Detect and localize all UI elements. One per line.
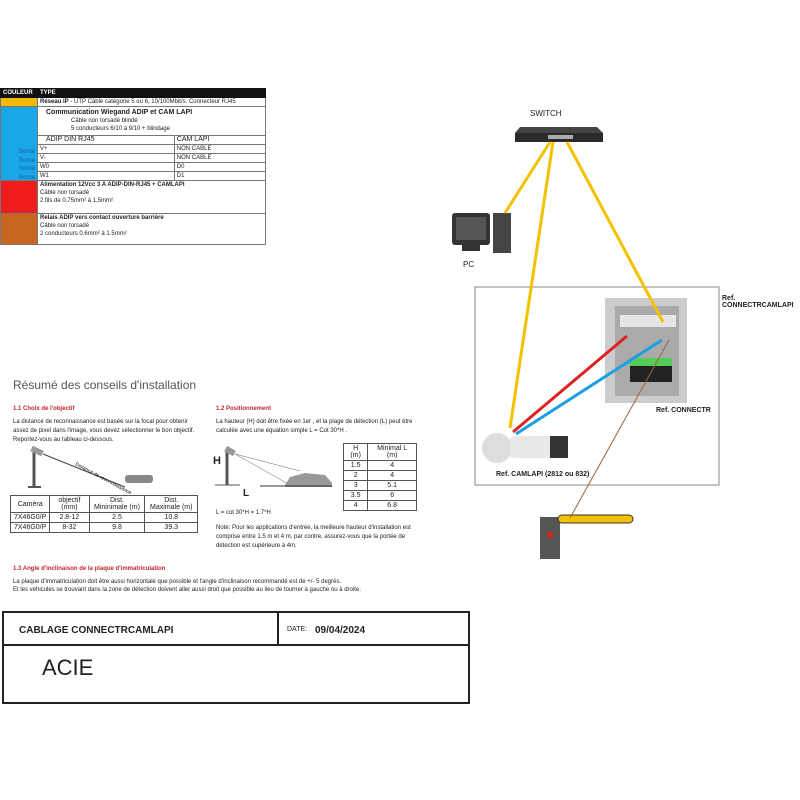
swatch-power [0, 180, 38, 214]
relay-line2: 2 conducteurs 0.6mm² à 1.5mm² [40, 231, 127, 237]
s2-heading: 1.2 Positionnement [216, 406, 272, 412]
s2-note: Note: Pour les applications d'entrée, la… [216, 525, 411, 549]
wiegand-line2: 5 conducteurs 6/10 à 9/10 + blindage [71, 126, 170, 132]
power-cable [512, 334, 628, 434]
ip-cable-cabinet [565, 141, 665, 323]
pc-label: PC [463, 260, 475, 269]
drawing-title: CABLAGE CONNECTRCAMLAPI [19, 625, 174, 636]
power-line1: Câble non torsadé [40, 190, 90, 196]
camera-icon [482, 433, 568, 463]
s2-diagram [215, 445, 332, 487]
date-value: 09/04/2024 [315, 625, 366, 636]
power-line2: 2 fils de 0.75mm² à 1,5mm² [40, 198, 114, 204]
kit-box [474, 286, 720, 486]
relay-line1: Câble non torsadé [40, 223, 90, 229]
company-name: ACIE [42, 655, 94, 680]
s1-heading: 1.1 Choix de l'objectif [13, 406, 75, 412]
camera-ref: Ref. CAMLAPI (2812 ou 832) [496, 471, 590, 478]
power-title: Alimentation 12Vcc 3 A ADIP-DIN-RJ45 + C… [40, 182, 185, 188]
barrier-icon [540, 514, 634, 559]
pc-icon [452, 213, 511, 253]
cabinet-ref: Ref. CONNECTR [656, 407, 711, 414]
wiegand-cable [515, 338, 663, 436]
wiegand-line1: Câble non torsadé blindé [71, 118, 138, 124]
s3-heading: 1.3 Angle d'inclinaison de la plaque d'i… [13, 566, 166, 572]
cabinet-icon [605, 298, 687, 403]
relay-title: Relais ADIP vers contact ouverture barri… [40, 215, 164, 221]
ip-cable-camera [508, 141, 555, 429]
ip-text: - UTP Câble catégorie 5 ou 6, 10/100Mbit… [68, 99, 236, 105]
title-block: CABLAGE CONNECTRCAMLAPI DATE: 09/04/2024… [2, 611, 470, 704]
kit-ref: Ref. CONNECTRCAMLAPI [722, 295, 794, 309]
s1-text: La distance de reconnaissance est basée … [13, 419, 195, 443]
relay-cable [569, 339, 670, 519]
s3-line1: La plaque d'immatriculation doit être au… [13, 579, 342, 585]
s3-line2: Et les véhicules se trouvant dans la zon… [13, 587, 361, 593]
swatch-relay [0, 213, 38, 245]
s2-text: La hauteur (H) doit être fixée en 1er , … [216, 419, 413, 434]
switch-icon [515, 127, 603, 142]
ip-cable-pc [503, 141, 552, 214]
swatch-wiegand [0, 106, 38, 181]
l-label: L [243, 488, 250, 499]
date-label: DATE: [287, 626, 308, 633]
h-label: H [213, 455, 221, 467]
wiegand-title: Communication Wiegand ADIP et CAM LAPI [46, 109, 193, 116]
switch-label: SWITCH [530, 109, 562, 118]
s1-diagram: Distance de reconnaissance [28, 445, 153, 495]
advice-title: Résumé des conseils d'installation [13, 378, 197, 392]
ip-title: Réseau IP [40, 99, 69, 105]
formula: L = cot 30*H = 1.7*H [216, 510, 271, 516]
